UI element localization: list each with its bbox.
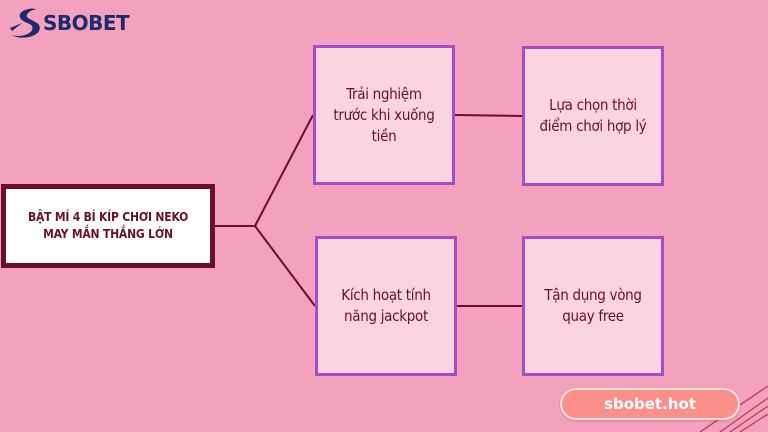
node-choose-play-time: Lựa chọn thời điểm chơi hợp lý: [522, 46, 664, 186]
node-label: Tận dụng vòng quay free: [544, 286, 642, 325]
connector-top-right: [454, 114, 523, 117]
connector-lower-branch: [254, 225, 316, 307]
brand-logo[interactable]: SBOBET: [8, 6, 130, 40]
node-trial-before-betting: Trải nghiệm trước khi xuống tiền: [313, 45, 455, 185]
logo-text: SBOBET: [43, 11, 130, 35]
node-label: Trải nghiệm trước khi xuống tiền: [333, 84, 435, 145]
website-link-text[interactable]: sbobet.hot: [604, 395, 696, 413]
node-free-spins: Tận dụng vòng quay free: [522, 236, 664, 376]
connector-upper-branch: [254, 114, 314, 227]
node-activate-jackpot: Kích hoạt tính năng jackpot: [315, 236, 457, 376]
node-label: Lựa chọn thời điểm chơi hợp lý: [539, 96, 647, 135]
node-label: Kích hoạt tính năng jackpot: [341, 286, 431, 325]
root-node-label: BẬT MÍ 4 BÍ KÍP CHƠI NEKO MAY MẮN THẮNG …: [27, 210, 189, 241]
website-badge[interactable]: sbobet.hot: [560, 388, 740, 420]
stylized-s-swoosh-icon: [10, 8, 40, 38]
root-node: BẬT MÍ 4 BÍ KÍP CHƠI NEKO MAY MẮN THẮNG …: [1, 184, 215, 268]
